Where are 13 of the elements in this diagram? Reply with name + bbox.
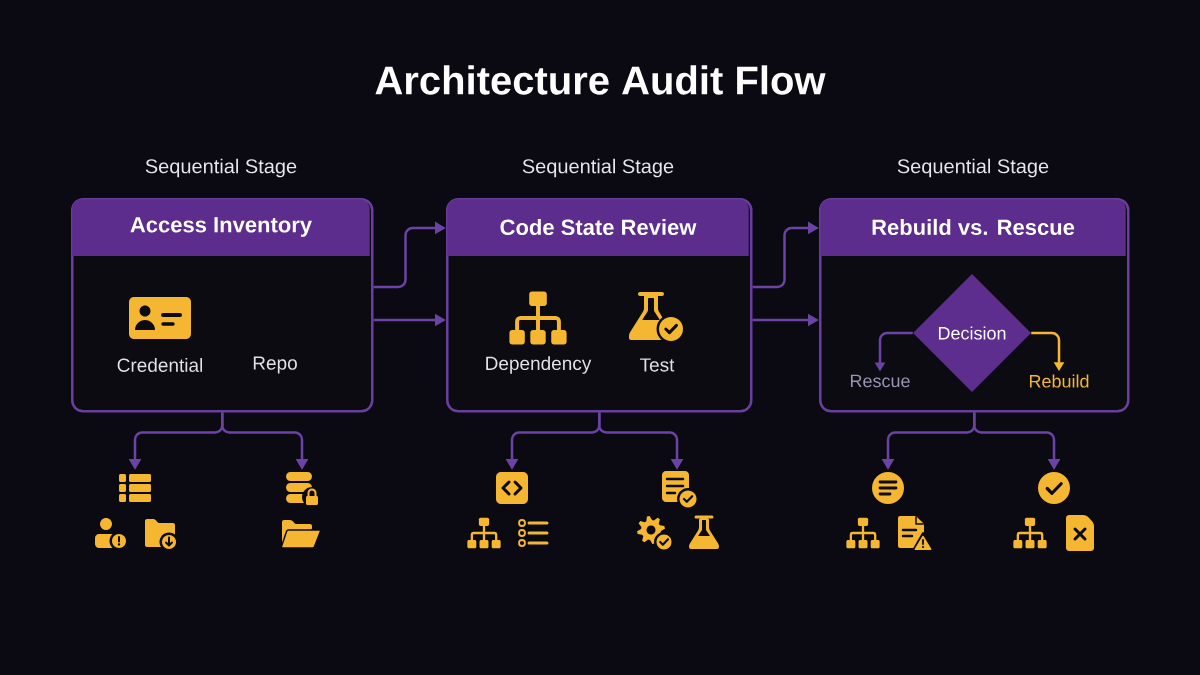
branch-label: Rebuild [1029, 374, 1089, 388]
icon-label: Repo [253, 356, 297, 374]
stage-header: Code State Review [447, 199, 749, 256]
branch-label: Rescue [850, 374, 910, 388]
icon-label: Test [640, 358, 675, 372]
icon-label: Dependency [486, 356, 592, 374]
stage-caption: Sequential Stage [522, 158, 674, 178]
stage-caption: Sequential Stage [145, 158, 297, 178]
stage-caption: Sequential Stage [897, 158, 1049, 178]
title: Architecture Audit Flow [375, 65, 826, 95]
stage-header: Access Inventory [72, 199, 370, 256]
icon-label: Credential [117, 358, 202, 372]
stage-header: Rebuild vs. Rescue [820, 199, 1126, 256]
